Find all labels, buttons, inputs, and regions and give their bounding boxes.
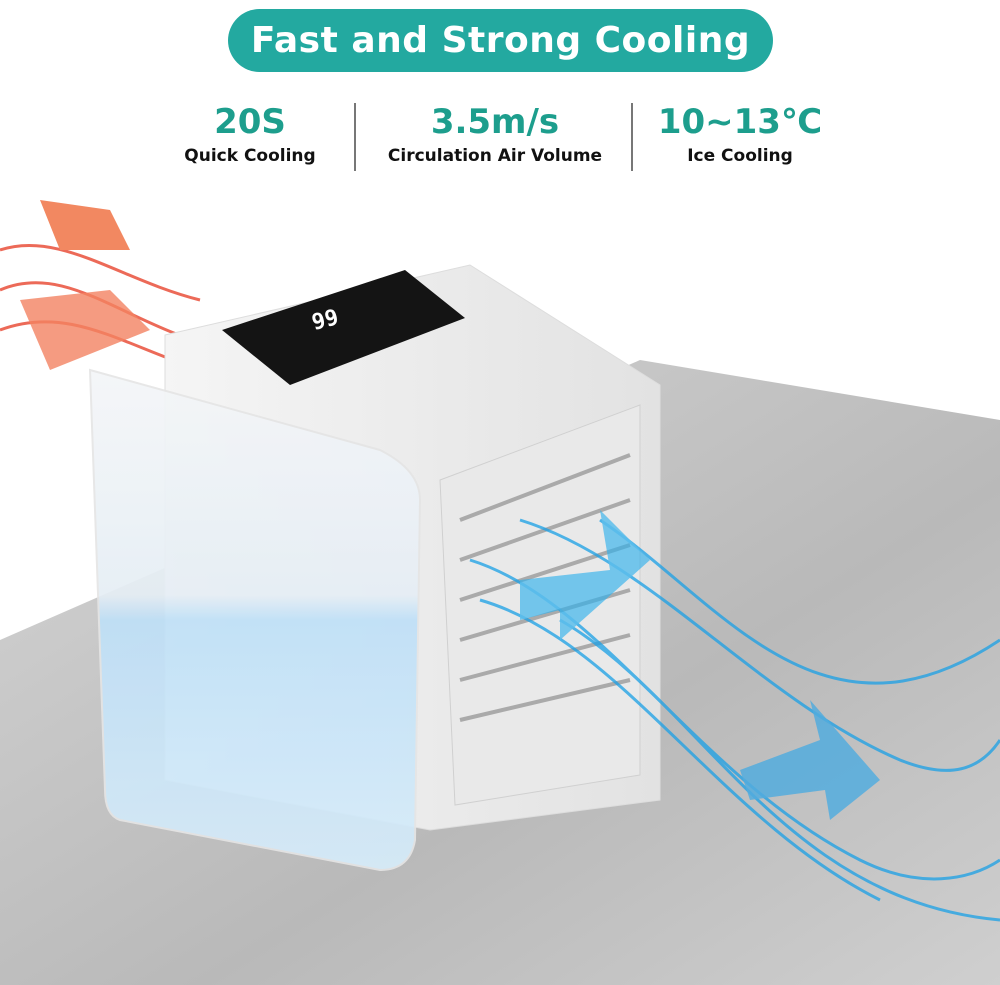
cool-air-arrows [469, 510, 1000, 922]
stat-label: Quick Cooling [184, 146, 316, 166]
stat-label: Circulation Air Volume [387, 146, 603, 166]
control-panel [222, 270, 465, 385]
stat-value: 20S [214, 102, 286, 142]
water-tank [88, 368, 422, 872]
stat-label: Ice Cooling [687, 146, 793, 166]
hot-air-arrows [0, 200, 241, 382]
divider [354, 103, 356, 171]
stat-value: 10~13℃ [657, 102, 823, 142]
stat-quick-cooling: 20S Quick Cooling [170, 100, 330, 168]
headline-banner: Fast and Strong Cooling [228, 9, 773, 72]
stat-value: 3.5m/s [430, 102, 560, 142]
stat-air-volume: 3.5m/s Circulation Air Volume [370, 100, 620, 168]
stat-ice-cooling: 10~13℃ Ice Cooling [650, 100, 830, 168]
divider [631, 103, 633, 171]
